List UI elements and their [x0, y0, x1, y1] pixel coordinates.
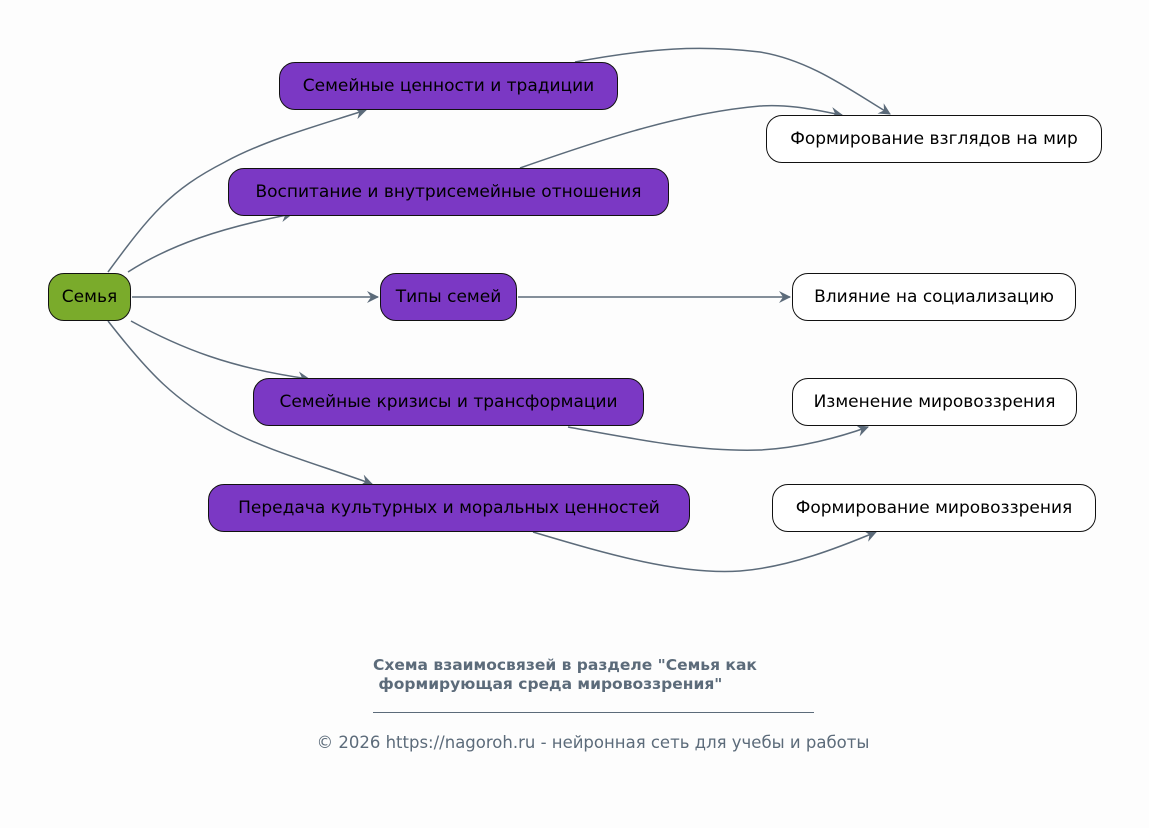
node-change: Изменение мировоззрения: [792, 378, 1077, 426]
node-upbringing: Воспитание и внутрисемейные отношения: [228, 168, 669, 216]
diagram-caption: Схема взаимосвязей в разделе "Семья как …: [373, 656, 757, 693]
node-socialization: Влияние на социализацию: [792, 273, 1076, 321]
node-crises: Семейные кризисы и трансформации: [253, 378, 644, 426]
caption-divider: [373, 712, 814, 713]
edge-family-to-crises: [130, 320, 310, 384]
edge-crises-to-change: [567, 425, 869, 451]
node-views: Формирование взглядов на мир: [766, 115, 1102, 163]
edge-upbringing-to-views: [519, 104, 843, 169]
node-family: Семья: [48, 273, 131, 321]
edge-values-to-views: [574, 47, 891, 115]
node-formation: Формирование мировоззрения: [772, 484, 1096, 532]
footer-credit: © 2026 https://nagoroh.ru - нейронная се…: [316, 733, 870, 752]
edge-family-to-transmission: [107, 320, 373, 486]
edge-family-to-upbringing: [127, 210, 293, 273]
node-types: Типы семей: [380, 273, 517, 321]
edge-transmission-to-formation: [532, 530, 877, 573]
edge-family-to-values: [107, 107, 367, 273]
node-transmission: Передача культурных и моральных ценносте…: [208, 484, 690, 532]
node-values: Семейные ценности и традиции: [279, 62, 618, 110]
